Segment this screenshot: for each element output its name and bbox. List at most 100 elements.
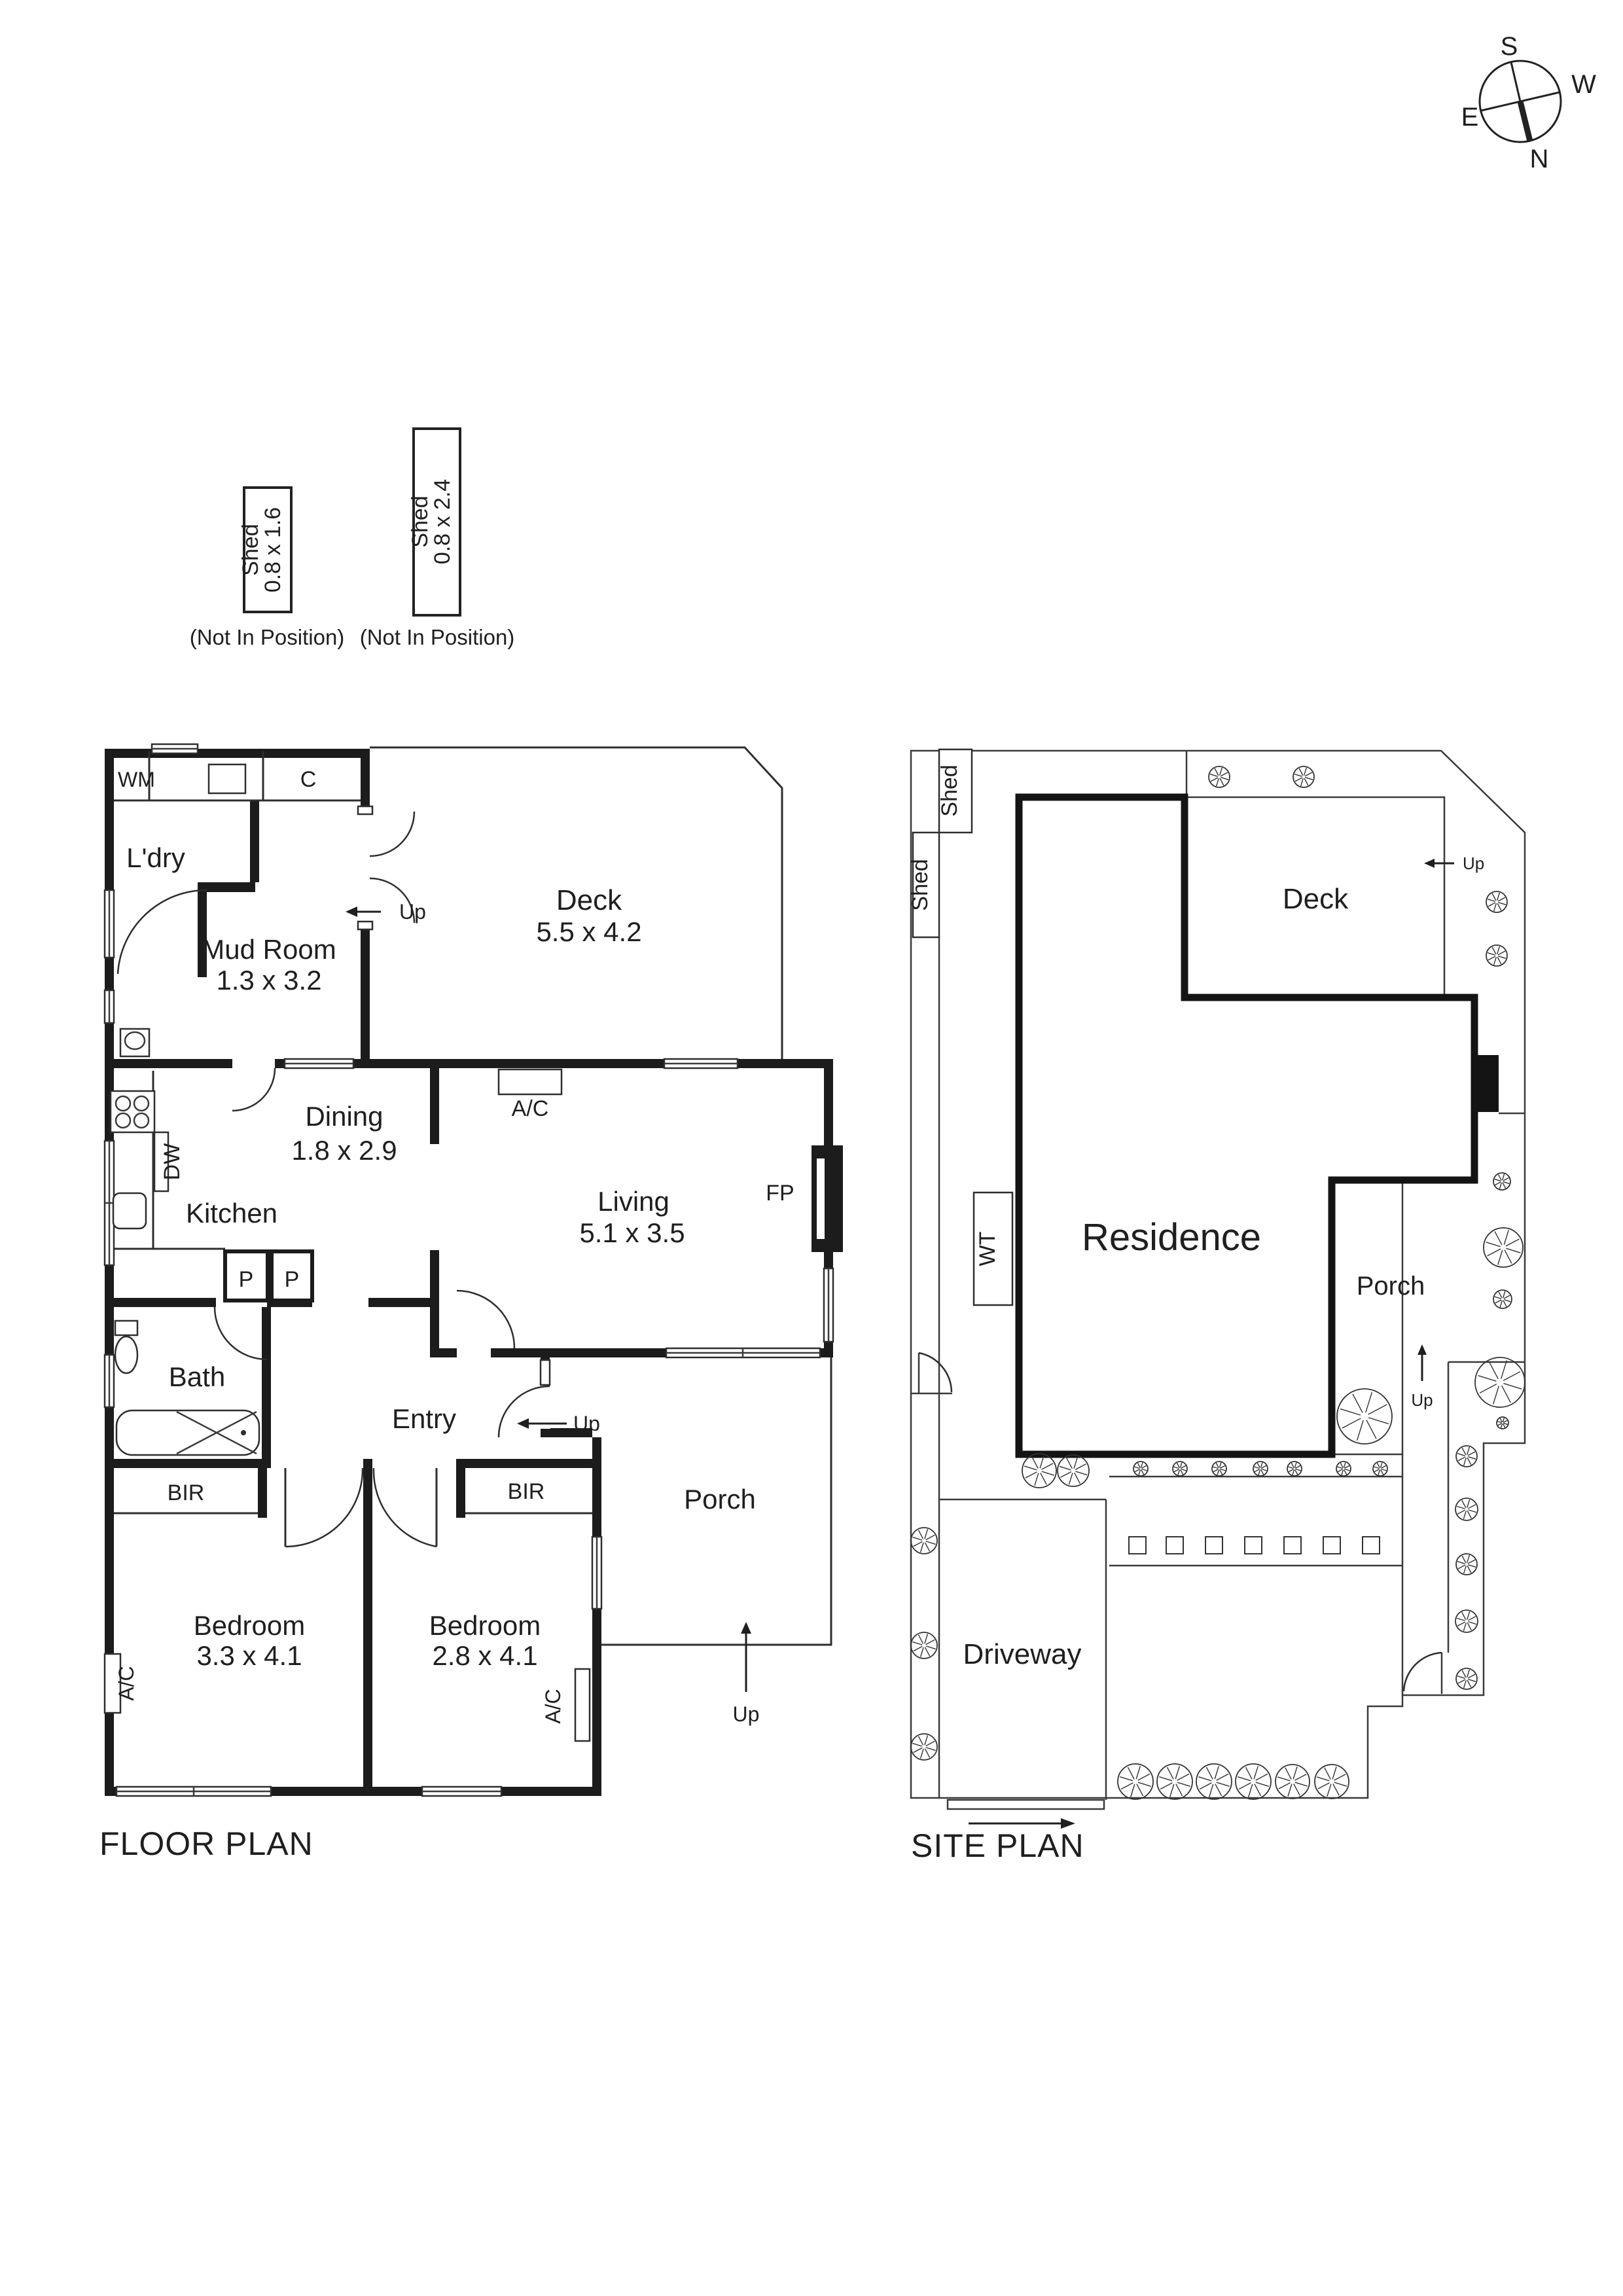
ac-label-living: A/C [512, 1096, 549, 1121]
living-dims: 5.1 x 3.5 [579, 1217, 685, 1248]
up-arrow-site-porch [1418, 1344, 1427, 1381]
compass-east: E [1461, 103, 1479, 132]
pantry2-label: P [285, 1267, 300, 1292]
bed1-dims: 3.3 x 4.1 [196, 1640, 302, 1671]
pantry1-label: P [239, 1267, 254, 1292]
top-annotations-layer: S W E N Shed 0.8 x 1.6 (Not In Position)… [190, 32, 1596, 649]
tree-icon [1486, 891, 1508, 913]
site-plan-labels: Shed Shed Deck Up Residence WT Porch Up … [908, 764, 1484, 1864]
shed1-label: Shed [238, 524, 263, 575]
site-doors [918, 1352, 1443, 1694]
trees-layer [910, 766, 1525, 1800]
cupboard-label: C [300, 767, 317, 792]
site-arrows [969, 859, 1454, 1829]
site-plan: Shed Shed Deck Up Residence WT Porch Up … [908, 748, 1526, 1864]
fireplace [812, 1145, 843, 1252]
window [103, 1354, 115, 1408]
entry-label: Entry [392, 1403, 456, 1434]
window [151, 743, 199, 755]
bed2-label: Bedroom [429, 1610, 541, 1641]
tree-icon [1235, 1763, 1272, 1800]
tree-icon [1172, 1461, 1188, 1477]
kitchen-sink [112, 1192, 147, 1230]
tree-icon [1486, 944, 1508, 967]
tree-icon [1196, 1763, 1232, 1800]
compass-icon: S W E N [1461, 32, 1596, 173]
ac-unit-bed1 [103, 1653, 122, 1714]
stepping-stone [1128, 1536, 1147, 1554]
bir1-label: BIR [168, 1480, 205, 1505]
tree-icon [1253, 1461, 1268, 1477]
driveway-label: Driveway [963, 1638, 1082, 1670]
shed2-dims: 0.8 x 2.4 [430, 479, 455, 564]
up-arrows [346, 906, 751, 1692]
up-arrow-deck [346, 906, 381, 917]
deck-outline [370, 746, 783, 1059]
stepping-stones [1128, 1536, 1380, 1554]
stepping-stone [1244, 1536, 1262, 1554]
kitchen-label: Kitchen [186, 1198, 277, 1229]
window [115, 1785, 272, 1797]
tree-icon [910, 1733, 938, 1761]
shed2-label: Shed [408, 495, 433, 547]
ac-label-bed2: A/C [541, 1689, 565, 1723]
tree-icon [1493, 1172, 1511, 1191]
toilet [114, 1319, 139, 1374]
floor-plan-labels: WM C L'dry Mud Room 1.3 x 3.2 Deck 5.5 x… [99, 767, 794, 1862]
tree-icon [1275, 1764, 1310, 1799]
deck-dims: 5.5 x 4.2 [536, 916, 641, 947]
site-fireplace [1474, 1055, 1499, 1112]
pantry-2 [270, 1249, 314, 1302]
deck-label: Deck [556, 884, 622, 916]
ac-unit-bed2 [574, 1668, 591, 1742]
dishwasher [153, 1131, 169, 1193]
up-arrow-entry [517, 1418, 567, 1429]
up-label-deck: Up [399, 900, 426, 924]
tree-icon [910, 1632, 938, 1659]
up-label-entry: Up [573, 1412, 600, 1435]
site-shed1-label: Shed [937, 764, 962, 816]
shed1-dims: 0.8 x 1.6 [260, 507, 285, 592]
window [663, 1058, 739, 1069]
compass-west: W [1571, 70, 1596, 99]
window [421, 1785, 503, 1797]
tree-icon [1287, 1461, 1302, 1477]
tree-icon [1117, 1763, 1154, 1800]
floor-plan-title: FLOOR PLAN [99, 1825, 313, 1862]
tree-icon [1208, 766, 1230, 788]
fp-label: FP [766, 1181, 794, 1206]
tree-icon [1455, 1445, 1478, 1467]
window [591, 1535, 603, 1610]
tree-icon [1372, 1461, 1388, 1477]
pantry-1 [223, 1249, 270, 1302]
wt-label: WT [975, 1232, 1000, 1266]
laundry-trough [119, 1028, 151, 1058]
door-openings [232, 1058, 550, 1429]
dining-dims: 1.8 x 2.9 [291, 1135, 397, 1166]
compass-south: S [1501, 32, 1518, 61]
ac-unit-living [497, 1068, 563, 1096]
shed1-note: (Not In Position) [190, 625, 345, 649]
tree-icon [1133, 1461, 1149, 1477]
stepping-stone [1283, 1536, 1302, 1554]
bathtub [115, 1409, 260, 1456]
stepping-stone [1362, 1536, 1380, 1554]
tree-icon [1496, 1416, 1509, 1429]
tree-icon [1057, 1454, 1090, 1487]
tree-icon [1156, 1763, 1193, 1800]
wm-label: WM [118, 768, 155, 791]
window [665, 1347, 821, 1359]
bed2-dims: 2.8 x 4.1 [432, 1640, 537, 1671]
window [823, 1267, 834, 1343]
bed1-label: Bedroom [194, 1610, 305, 1641]
dining-label: Dining [305, 1101, 383, 1132]
porch-label: Porch [684, 1484, 756, 1515]
site-deck-outline [1186, 796, 1446, 997]
window [283, 1058, 355, 1069]
stepping-stone [1166, 1536, 1184, 1554]
window [539, 1359, 551, 1386]
dw-label: DW [160, 1143, 185, 1181]
porch-outline [601, 1357, 832, 1646]
ac-label-bed1: A/C [115, 1666, 138, 1700]
